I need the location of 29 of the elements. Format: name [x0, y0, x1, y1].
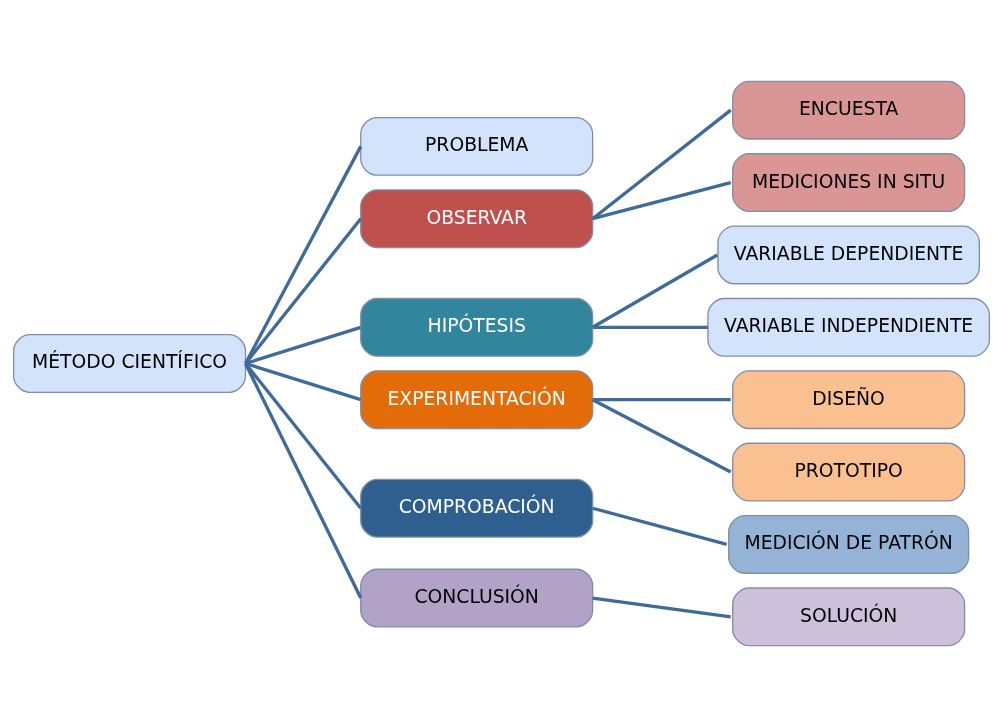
connector — [244, 145, 363, 364]
connector — [592, 397, 731, 401]
connector — [592, 506, 728, 546]
node-box: CONCLUSIÓN — [360, 568, 594, 628]
connector — [245, 361, 362, 401]
node-box: PROTOTIPO — [732, 442, 966, 502]
node-box: MEDICIONES IN SITU — [732, 152, 966, 212]
connector — [244, 361, 363, 509]
connector — [245, 325, 362, 365]
connector — [244, 362, 363, 599]
connector — [591, 397, 732, 474]
connector — [592, 595, 731, 618]
node-box: MEDICIÓN DE PATRÓN — [728, 514, 970, 574]
node-box: ENCUESTA — [732, 80, 966, 140]
connector — [592, 325, 708, 329]
node-box: MÉTODO CIENTÍFICO — [12, 333, 247, 393]
connector — [591, 108, 732, 220]
node-box: COMPROBACIÓN — [360, 478, 594, 538]
node-box: VARIABLE DEPENDIENTE — [717, 224, 980, 284]
connector — [591, 253, 719, 329]
node-box: HIPÓTESIS — [360, 297, 594, 357]
node-box: SOLUCIÓN — [732, 586, 966, 646]
connector — [244, 217, 363, 365]
node-box: OBSERVAR — [360, 188, 594, 248]
node-box: EXPERIMENTACIÓN — [360, 369, 594, 429]
node-box: VARIABLE INDEPENDIENTE — [707, 297, 991, 357]
node-box: PROBLEMA — [360, 116, 594, 176]
connector — [592, 180, 732, 220]
node-box: DISEÑO — [732, 369, 966, 429]
